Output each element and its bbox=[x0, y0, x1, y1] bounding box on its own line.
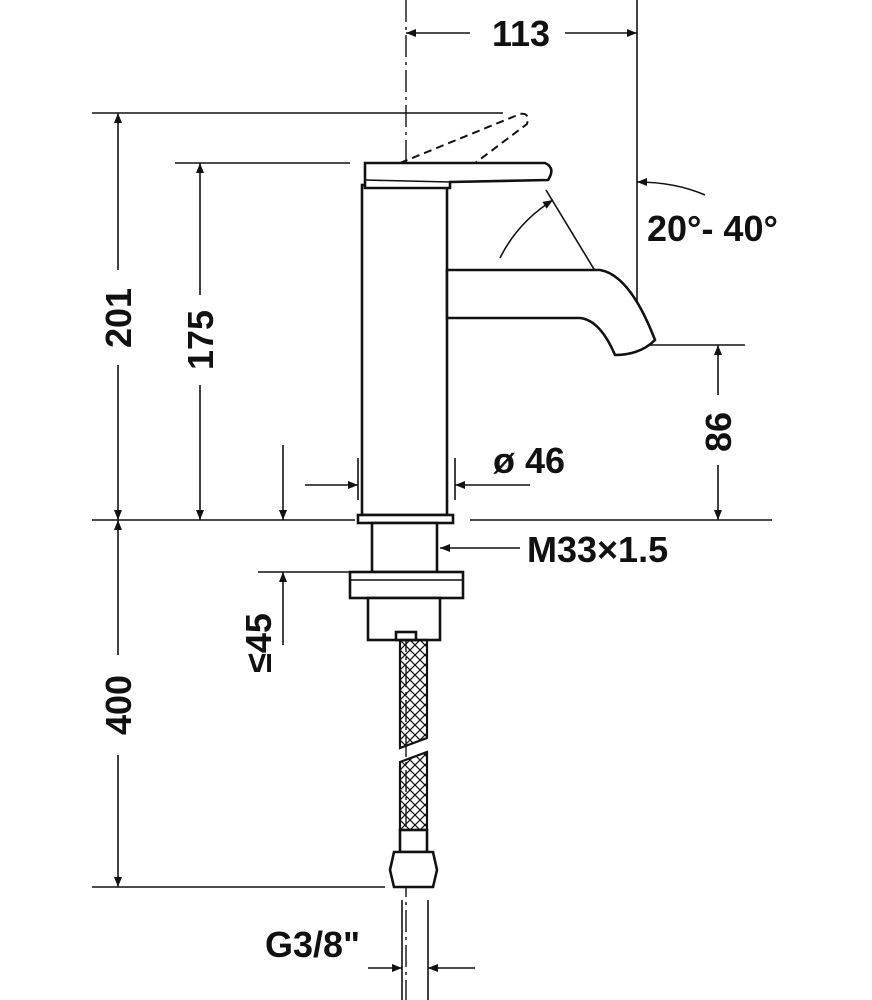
dim-175: 175 bbox=[180, 310, 221, 370]
dim-46: ø 46 bbox=[493, 440, 565, 481]
dim-45: ≤45 bbox=[238, 613, 279, 673]
dim-400: 400 bbox=[98, 675, 139, 735]
faucet-body bbox=[360, 183, 449, 517]
hose-upper bbox=[398, 638, 429, 750]
fixing-nut bbox=[348, 570, 465, 600]
dim-201: 201 bbox=[98, 288, 139, 348]
hex-nut-fitting bbox=[388, 850, 439, 889]
threaded-shank bbox=[370, 521, 439, 574]
lever-raised-outline bbox=[399, 112, 529, 183]
dim-angle: 20°- 40° bbox=[647, 208, 778, 249]
spout bbox=[445, 268, 657, 357]
lever bbox=[363, 161, 553, 190]
dim-thread: M33×1.5 bbox=[527, 529, 668, 570]
hose-lower bbox=[398, 750, 429, 832]
hose-ferrule bbox=[398, 828, 429, 854]
dim-connection: G3/8" bbox=[265, 924, 360, 965]
dim-86: 86 bbox=[698, 412, 739, 452]
angle-arc-arrow bbox=[499, 199, 554, 259]
hose-collar bbox=[394, 630, 418, 642]
dim-113: 113 bbox=[492, 13, 550, 54]
angle-arrow bbox=[636, 178, 706, 196]
lever-seam bbox=[364, 179, 451, 183]
